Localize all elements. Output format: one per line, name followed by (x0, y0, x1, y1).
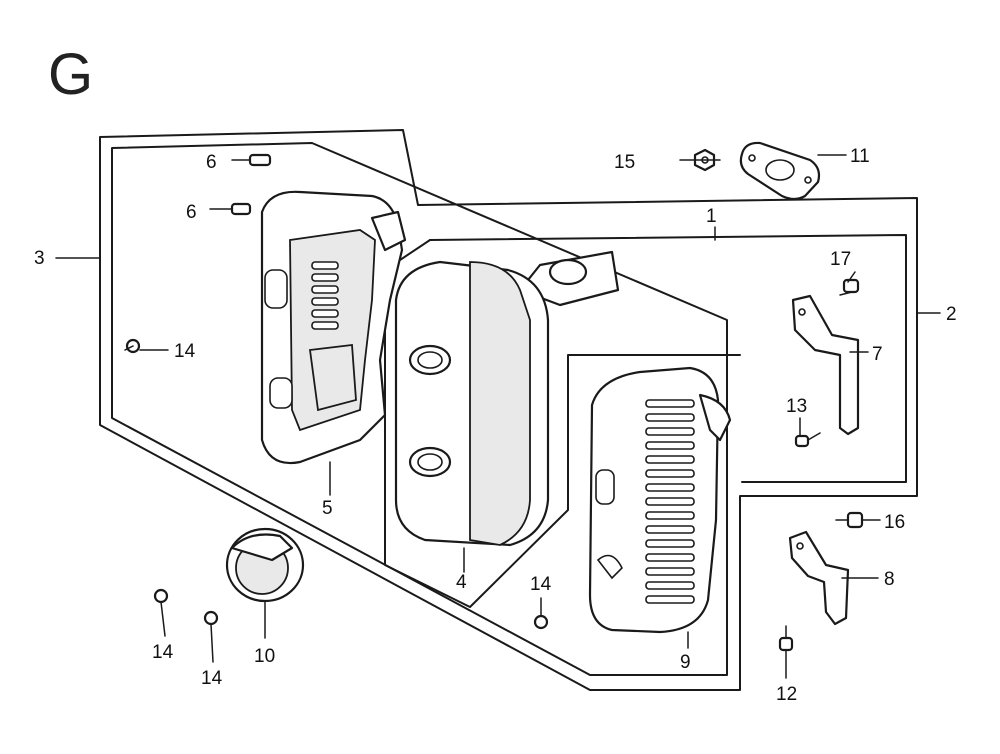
callout-1: 1 (706, 206, 717, 227)
callout-6-upper: 6 (206, 152, 217, 173)
callout-labels: 1 2 3 4 5 6 6 7 8 9 10 11 12 13 14 14 14… (34, 146, 957, 705)
callout-6-lower: 6 (186, 202, 197, 223)
leader-lines (55, 154, 941, 679)
screw-14-a (124, 338, 141, 354)
callout-12: 12 (776, 684, 797, 705)
callout-3: 3 (34, 248, 45, 269)
bolt-12 (778, 625, 794, 652)
callout-11: 11 (850, 146, 870, 167)
callout-13: 13 (786, 396, 807, 417)
callout-15: 15 (614, 152, 635, 173)
bolt-6-upper (231, 153, 272, 167)
bolt-6-lower (209, 202, 252, 216)
outline-group-5 (111, 142, 728, 676)
protector-vents (311, 261, 339, 330)
bracket-8 (788, 530, 850, 626)
screw-14-b (153, 588, 169, 604)
screw-14-d (533, 614, 549, 630)
callout-14-d: 14 (530, 574, 552, 595)
muffler-protector-5 (260, 190, 407, 465)
callout-17: 17 (830, 249, 851, 270)
callout-14-a: 14 (174, 341, 196, 362)
callout-10: 10 (254, 646, 275, 667)
gasket-11 (739, 141, 821, 201)
callout-8: 8 (884, 569, 895, 590)
bolt-13 (794, 432, 821, 448)
bolt-17 (839, 278, 860, 296)
callout-2: 2 (946, 304, 957, 325)
spark-arrester-10 (225, 527, 305, 603)
muffler-4 (394, 250, 620, 547)
callout-7: 7 (872, 344, 883, 365)
cover-vents (645, 399, 695, 604)
muffler-cover-9 (588, 366, 732, 634)
section-letter: G (48, 42, 93, 107)
bracket-7 (791, 294, 860, 436)
callout-14-b: 14 (152, 642, 174, 663)
screw-14-c (203, 610, 219, 626)
callout-5: 5 (322, 498, 333, 519)
callout-14-c: 14 (201, 668, 223, 689)
bolt-16 (835, 511, 864, 529)
callout-4: 4 (456, 572, 467, 593)
outline-group-1 (429, 234, 907, 483)
callout-16: 16 (884, 512, 905, 533)
outline-group-3 (99, 129, 918, 691)
callout-9: 9 (680, 652, 691, 673)
